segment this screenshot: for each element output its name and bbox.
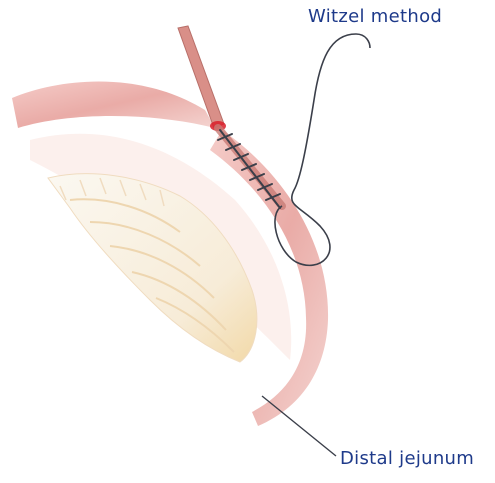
bowel-wall-upper (12, 81, 215, 128)
label-leader-line (262, 396, 336, 456)
witzel-method-label: Witzel method (308, 6, 442, 27)
distal-jejunum-label: Distal jejunum (340, 448, 474, 469)
